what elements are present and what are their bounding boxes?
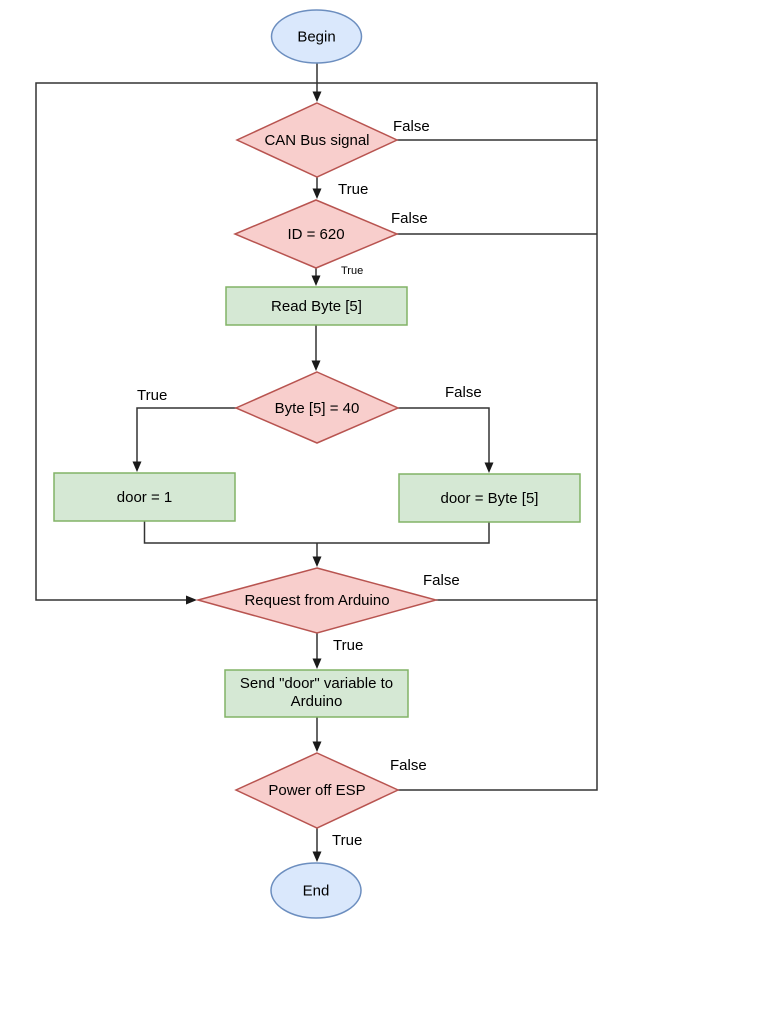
arrowhead	[312, 851, 322, 862]
id-false-label: False	[391, 210, 428, 227]
begin-terminal-shape	[270, 9, 363, 64]
byte40-decision-shape	[234, 371, 400, 444]
edge-merge	[143, 521, 490, 544]
request-false-label: False	[423, 572, 460, 589]
node-end: End	[270, 862, 362, 919]
arrowhead	[312, 556, 322, 567]
node-power-off-esp: Power off ESP	[234, 752, 400, 829]
poweroff-decision-shape	[234, 752, 400, 829]
readbyte-label: Read Byte [5]	[271, 298, 362, 315]
id620-decision-shape	[233, 199, 399, 269]
edge-byte-true	[136, 407, 236, 462]
send-label-line2: Arduino	[291, 693, 343, 710]
poweroff-label: Power off ESP	[268, 782, 365, 799]
request-label: Request from Arduino	[244, 592, 389, 609]
arrowhead	[312, 741, 322, 752]
power-false-label: False	[390, 757, 427, 774]
byte-false-label: False	[445, 384, 482, 401]
arrowhead	[312, 188, 322, 199]
node-can-bus-signal: CAN Bus signal	[235, 102, 399, 178]
power-true-label: True	[332, 832, 362, 849]
door1-label: door = 1	[117, 489, 172, 506]
can-false-label: False	[393, 118, 430, 135]
send-process-shape	[224, 669, 409, 718]
arrowhead	[132, 461, 142, 472]
can-decision-shape	[235, 102, 399, 178]
door1-process-shape	[53, 472, 236, 522]
begin-label: Begin	[297, 29, 335, 46]
node-door-1: door = 1	[53, 472, 236, 522]
arrowhead	[186, 595, 197, 605]
node-request-from-arduino: Request from Arduino	[195, 567, 439, 634]
id620-label: ID = 620	[287, 226, 344, 243]
request-decision-shape	[195, 567, 439, 634]
request-true-label: True	[333, 637, 363, 654]
arrowhead	[312, 91, 322, 102]
end-terminal-shape	[270, 862, 362, 919]
end-label: End	[303, 883, 330, 900]
arrowhead	[311, 360, 321, 371]
doorbyte-process-shape	[398, 473, 581, 523]
arrowhead	[312, 658, 322, 669]
node-door-byte5: door = Byte [5]	[398, 473, 581, 523]
can-label: CAN Bus signal	[264, 132, 369, 149]
node-read-byte: Read Byte [5]	[225, 286, 408, 326]
send-label-line1: Send "door" variable to	[240, 675, 393, 692]
arrowhead	[484, 462, 494, 473]
id-true-label: True	[341, 265, 363, 277]
arrowhead	[311, 275, 321, 286]
byte-true-label: True	[137, 387, 167, 404]
node-begin: Begin	[270, 9, 363, 64]
readbyte-process-shape	[225, 286, 408, 326]
byte40-label: Byte [5] = 40	[275, 400, 360, 417]
node-send-door-variable: Send "door" variable to Arduino	[224, 669, 409, 718]
doorbyte-label: door = Byte [5]	[441, 490, 539, 507]
node-byte5-40: Byte [5] = 40	[234, 371, 400, 444]
edge-byte-false	[398, 407, 490, 463]
can-true-label: True	[338, 181, 368, 198]
node-id-620: ID = 620	[233, 199, 399, 269]
